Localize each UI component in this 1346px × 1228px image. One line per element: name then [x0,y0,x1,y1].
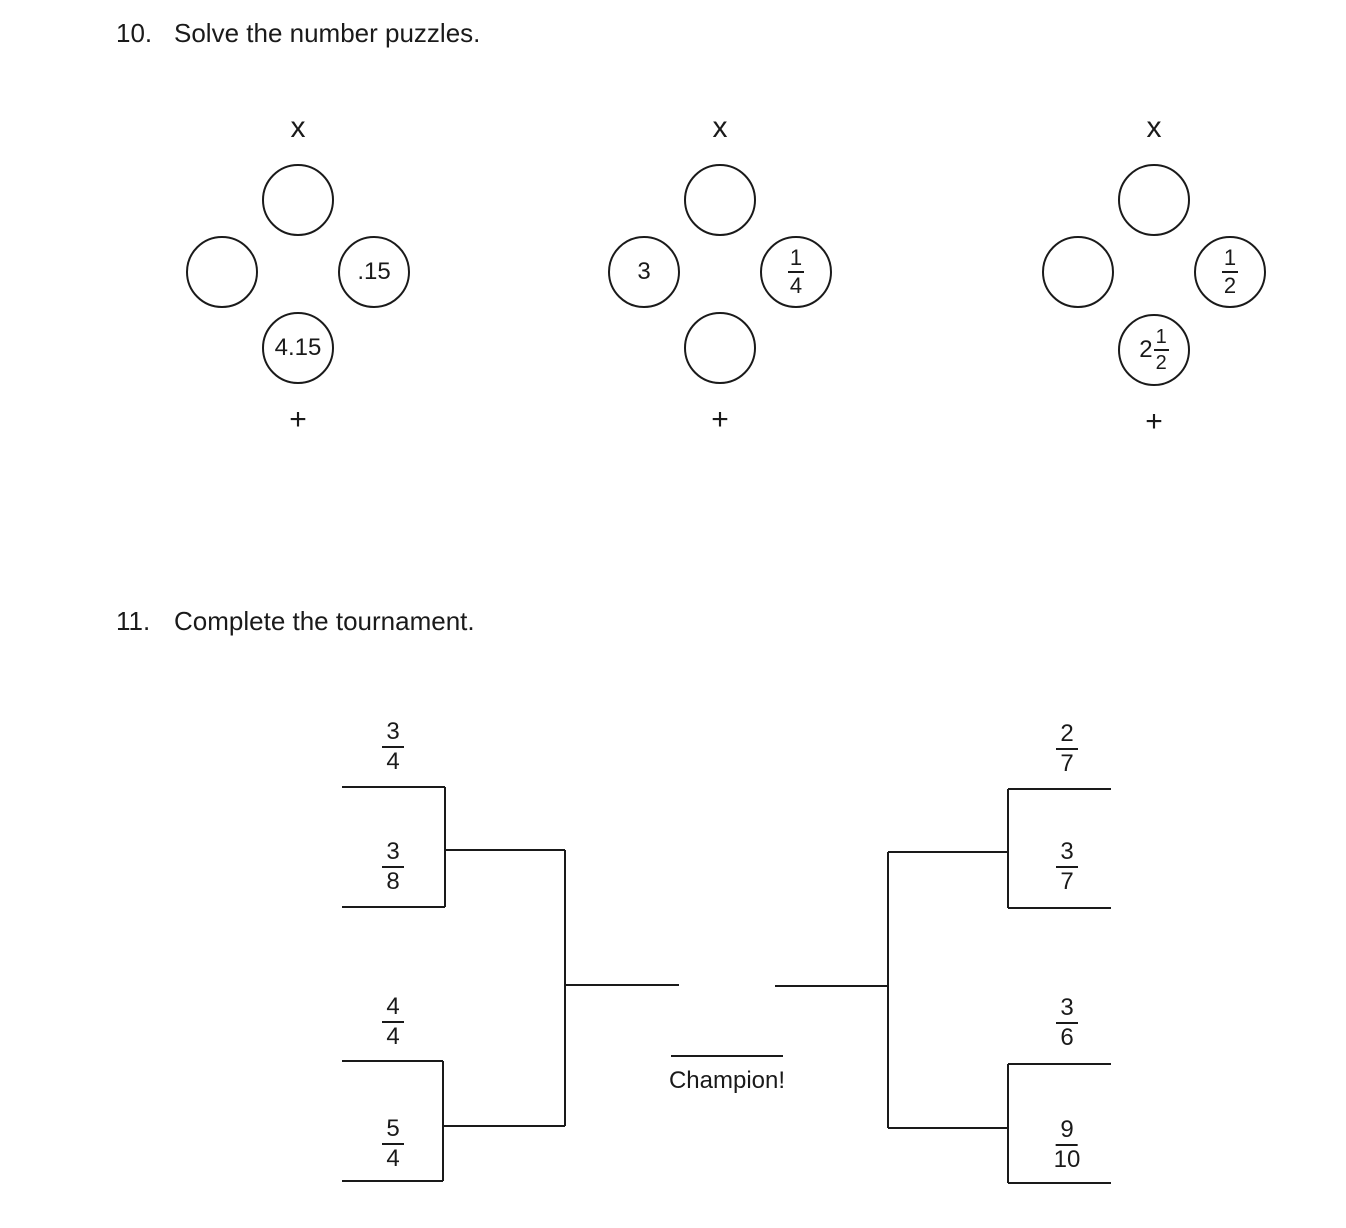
puzzle-3-bottom-mixed-number: 2 1 2 [1139,326,1169,374]
fraction-bar [787,271,805,273]
puzzle-2-multiply-sign: x [712,111,728,144]
puzzle-1-right-circle: .15 [338,236,410,308]
fraction-bar [382,866,404,868]
fraction-bar [382,1143,404,1145]
fraction-numerator: 2 [1060,720,1074,747]
puzzle-2-right-fraction: 1 4 [787,245,805,298]
puzzle-3-top-circle[interactable] [1118,164,1190,236]
fraction-denominator: 10 [1053,1146,1081,1173]
puzzle-1-plus-sign: + [289,403,307,436]
fraction-denominator: 4 [789,273,803,298]
puzzle-2-top-circle[interactable] [684,164,756,236]
problem-10-heading: 10. Solve the number puzzles. [116,18,480,49]
fraction-bar [1056,748,1078,750]
champion-label: Champion! [668,1067,786,1094]
fraction-numerator: 4 [386,993,400,1020]
problem-11-heading: 11. Complete the tournament. [116,606,475,637]
fraction-denominator: 7 [1060,868,1074,895]
fraction-numerator: 3 [386,718,400,745]
puzzle-1-multiply-sign: x [290,111,306,144]
fraction-bar [1056,1022,1078,1024]
fraction-denominator: 2 [1223,273,1237,298]
problem-11-number: 11. [116,606,151,636]
problem-11-instruction: Complete the tournament. [174,606,475,636]
fraction-numerator: 9 [1060,1116,1074,1143]
fraction-numerator: 1 [789,245,803,270]
fraction-denominator: 7 [1060,750,1074,777]
fraction-bar [1153,349,1169,351]
mixed-fraction-part: 1 2 [1153,326,1169,374]
problem-10-instruction: Solve the number puzzles. [174,18,481,48]
fraction-denominator: 4 [386,748,400,775]
mixed-whole-part: 2 [1139,336,1153,363]
fraction-denominator: 8 [386,868,400,895]
fraction-numerator: 5 [386,1115,400,1142]
fraction-denominator: 4 [386,1023,400,1050]
fraction-numerator: 3 [386,838,400,865]
fraction-denominator: 2 [1155,352,1167,374]
puzzle-2-right-circle: 1 4 [760,236,832,308]
fraction-numerator: 3 [1060,838,1074,865]
puzzle-3-multiply-sign: x [1146,111,1162,144]
fraction-numerator: 1 [1155,326,1167,348]
fraction-numerator: 3 [1060,994,1074,1021]
puzzle-1-left-circle[interactable] [186,236,258,308]
puzzle-2-left-circle: 3 [608,236,680,308]
puzzle-3-plus-sign: + [1145,405,1163,438]
fraction-numerator: 1 [1223,245,1237,270]
fraction-denominator: 4 [386,1145,400,1172]
puzzle-1-bottom-circle: 4.15 [262,312,334,384]
fraction-denominator: 6 [1060,1024,1074,1051]
fraction-bar [1221,271,1239,273]
fraction-bar [382,1021,404,1023]
puzzle-3-right-fraction: 1 2 [1221,245,1239,298]
puzzle-2-plus-sign: + [711,403,729,436]
fraction-bar [382,746,404,748]
fraction-bar [1056,866,1078,868]
puzzle-1-top-circle[interactable] [262,164,334,236]
puzzle-3-bottom-circle: 2 1 2 [1118,314,1190,386]
fraction-bar [1055,1144,1078,1146]
puzzle-3-left-circle[interactable] [1042,236,1114,308]
puzzle-3-right-circle: 1 2 [1194,236,1266,308]
problem-10-number: 10. [116,18,153,48]
puzzle-2-bottom-circle[interactable] [684,312,756,384]
